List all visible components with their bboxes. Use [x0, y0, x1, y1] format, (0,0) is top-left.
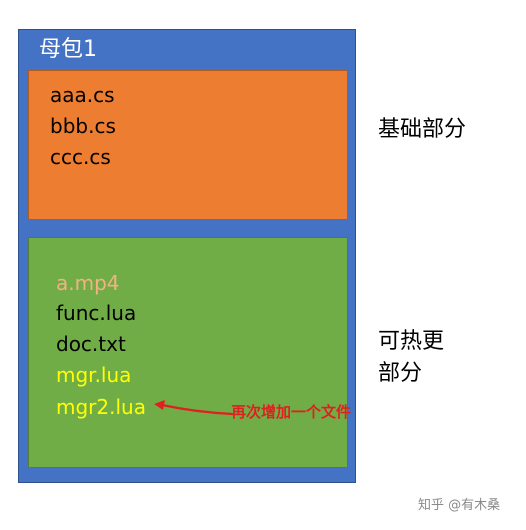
hot-file-2: func.lua [56, 301, 137, 325]
annotation-text: 再次增加一个文件 [231, 403, 352, 421]
hot-file-3: doc.txt [56, 332, 126, 356]
package-title: 母包1 [39, 37, 97, 62]
base-file-2: bbb.cs [50, 114, 116, 138]
hot-file-5: mgr2.lua [56, 395, 146, 419]
annotation-arrow-head [154, 400, 165, 410]
base-section-box: aaa.cs bbb.cs ccc.cs [28, 70, 348, 220]
hot-section-label-line1: 可热更 [378, 329, 445, 354]
annotation-arrow-line [160, 403, 234, 416]
base-section-label: 基础部分 [378, 117, 467, 142]
watermark: 知乎 @有木桑 [418, 498, 501, 513]
annotation-arrow [154, 400, 234, 416]
hot-update-section-box: a.mp4 func.lua doc.txt mgr.lua mgr2.lua [28, 237, 348, 468]
base-file-1: aaa.cs [50, 83, 115, 107]
hot-file-1: a.mp4 [56, 271, 120, 295]
hot-file-4: mgr.lua [56, 363, 132, 387]
base-file-3: ccc.cs [50, 145, 111, 169]
hot-section-label-line2: 部分 [378, 361, 423, 386]
